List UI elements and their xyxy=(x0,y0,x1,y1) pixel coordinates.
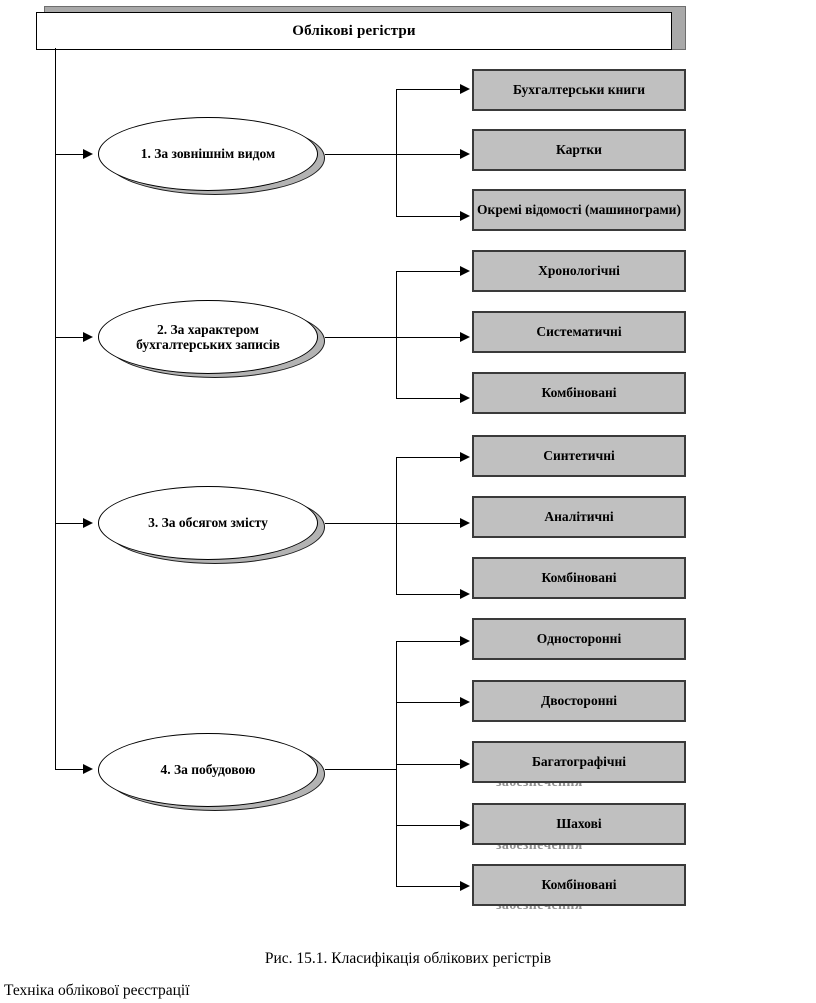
leaf-2-1-label: Хронологічні xyxy=(538,262,620,278)
figure-caption: Рис. 15.1. Класифікація облікових регіст… xyxy=(264,950,552,967)
node-4[interactable]: 4. За побудовою xyxy=(98,733,325,811)
node-4-stem xyxy=(325,769,397,770)
spine-to-node-3-arrow xyxy=(83,518,93,528)
leaf-2-3-label: Комбіновані xyxy=(541,384,617,400)
leaf-1-1-label: Бухгалтерськи книги xyxy=(512,81,646,97)
group-1-arrow-2 xyxy=(460,149,470,159)
group-4-branch-4 xyxy=(396,825,460,826)
group-2-arrow-2 xyxy=(460,332,470,342)
leaf-4-2-label: Двосторонні xyxy=(541,692,617,708)
group-4-branch-1 xyxy=(396,641,460,642)
node-1-body: 1. За зовнішнім видом xyxy=(98,117,318,191)
leaf-1-2[interactable]: Картки xyxy=(472,129,686,171)
leaf-4-1-label: Односторонні xyxy=(536,630,622,646)
spine-to-node-2-line xyxy=(55,337,83,338)
group-4-branch-2 xyxy=(396,702,460,703)
spine-to-node-1-arrow xyxy=(83,149,93,159)
group-1-arrow-3 xyxy=(460,211,470,221)
leaf-4-2[interactable]: Двосторонні xyxy=(472,680,686,722)
group-4-arrow-2 xyxy=(460,697,470,707)
group-3-arrow-2 xyxy=(460,518,470,528)
spine-to-node-2-arrow xyxy=(83,332,93,342)
group-4-arrow-4 xyxy=(460,820,470,830)
group-1-trunk xyxy=(396,89,397,217)
title-label: Облікові регістри xyxy=(292,22,416,39)
group-2-branch-2 xyxy=(396,337,460,338)
group-3-branch-2 xyxy=(396,523,460,524)
leaf-1-2-label: Картки xyxy=(556,141,602,157)
node-1[interactable]: 1. За зовнішнім видом xyxy=(98,117,325,195)
node-4-body: 4. За побудовою xyxy=(98,733,318,807)
group-3-trunk xyxy=(396,457,397,595)
leaf-3-2-label: Аналітичні xyxy=(544,508,614,524)
node-4-label: 4. За побудовою xyxy=(160,762,256,778)
group-1-branch-2 xyxy=(396,154,460,155)
node-2[interactable]: 2. За характером бухгалтерських записів xyxy=(98,300,325,378)
group-3-branch-1 xyxy=(396,457,460,458)
leaf-3-2[interactable]: Аналітичні xyxy=(472,496,686,538)
leaf-4-3-label: Багатографічні xyxy=(531,753,627,769)
group-2-branch-3 xyxy=(396,398,460,399)
leaf-2-1[interactable]: Хронологічні xyxy=(472,250,686,292)
group-4-branch-5 xyxy=(396,886,460,887)
leaf-3-3-label: Комбіновані xyxy=(541,569,617,585)
node-2-body: 2. За характером бухгалтерських записів xyxy=(98,300,318,374)
leaf-4-5[interactable]: Комбіновані xyxy=(472,864,686,906)
node-3[interactable]: 3. За обсягом змісту xyxy=(98,486,325,564)
leaf-2-2-label: Систематичні xyxy=(536,323,622,339)
leaf-3-3[interactable]: Комбіновані xyxy=(472,557,686,599)
leaf-1-1[interactable]: Бухгалтерськи книги xyxy=(472,69,686,111)
group-4-arrow-5 xyxy=(460,881,470,891)
leaf-3-1-label: Синтетичні xyxy=(543,447,615,463)
leaf-4-3[interactable]: Багатографічні xyxy=(472,741,686,783)
group-3-branch-3 xyxy=(396,594,460,595)
node-3-stem xyxy=(325,523,397,524)
page-footer-text: Техніка облікової реєстрації xyxy=(4,982,190,999)
spine-to-node-4-line xyxy=(55,769,83,770)
leaf-4-1[interactable]: Односторонні xyxy=(472,618,686,660)
group-1-branch-1 xyxy=(396,89,460,90)
leaf-2-3[interactable]: Комбіновані xyxy=(472,372,686,414)
group-4-branch-3 xyxy=(396,764,460,765)
group-2-branch-1 xyxy=(396,271,460,272)
root-spine-vertical xyxy=(55,48,56,770)
group-1-branch-3 xyxy=(396,216,460,217)
leaf-1-3[interactable]: Окремі відомості (машинограми) xyxy=(472,189,686,231)
spine-to-node-3-line xyxy=(55,523,83,524)
title-box: Облікові регістри xyxy=(36,12,672,50)
leaf-4-4[interactable]: Шахові xyxy=(472,803,686,845)
node-1-stem xyxy=(325,154,397,155)
node-3-body: 3. За обсягом змісту xyxy=(98,486,318,560)
node-2-stem xyxy=(325,337,397,338)
group-2-arrow-3 xyxy=(460,393,470,403)
group-4-arrow-1 xyxy=(460,636,470,646)
group-3-arrow-3 xyxy=(460,589,470,599)
leaf-4-5-label: Комбіновані xyxy=(541,876,617,892)
leaf-2-2[interactable]: Систематичні xyxy=(472,311,686,353)
group-3-arrow-1 xyxy=(460,452,470,462)
group-1-arrow-1 xyxy=(460,84,470,94)
node-1-label: 1. За зовнішнім видом xyxy=(140,146,276,162)
spine-to-node-4-arrow xyxy=(83,764,93,774)
node-2-label: 2. За характером бухгалтерських записів xyxy=(136,321,280,352)
node-3-label: 3. За обсягом змісту xyxy=(148,515,268,531)
group-2-trunk xyxy=(396,271,397,399)
spine-to-node-1-line xyxy=(55,154,83,155)
leaf-1-3-label: Окремі відомості (машинограми) xyxy=(477,201,681,217)
group-2-arrow-1 xyxy=(460,266,470,276)
leaf-4-4-label: Шахові xyxy=(556,815,602,831)
leaf-3-1[interactable]: Синтетичні xyxy=(472,435,686,477)
group-4-arrow-3 xyxy=(460,759,470,769)
